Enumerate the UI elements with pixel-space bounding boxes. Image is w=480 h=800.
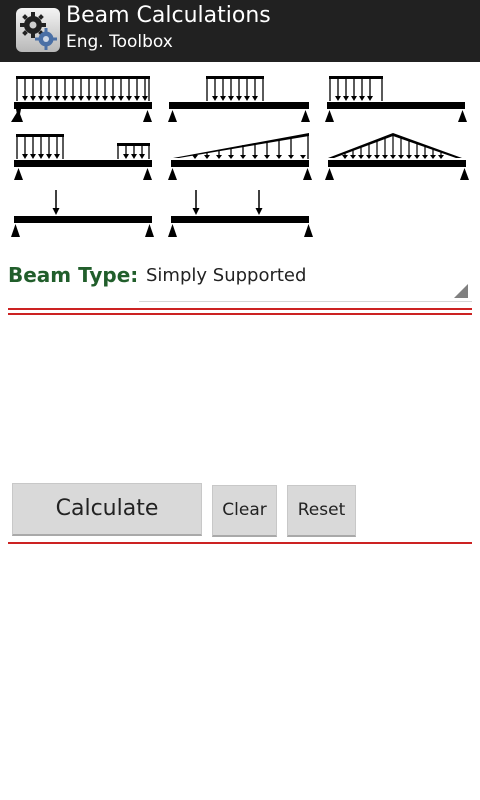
app-subtitle: Eng. Toolbox [66,32,173,52]
beam-tile-two-point-loads[interactable] [165,188,315,250]
reset-button[interactable]: Reset [287,485,356,537]
beam-tile-uniform-load-center-span[interactable] [165,70,315,132]
uniform-load-full-span-icon [11,76,152,122]
two-point-loads-icon [168,190,313,237]
beam-type-grid [0,62,480,250]
dropdown-corner-icon [454,284,468,298]
single-point-load-icon [11,190,154,237]
uniform-load-left-span-icon [325,76,467,122]
beam-tile-uniform-load-left-span[interactable] [322,70,472,132]
beam-type-selected: Simply Supported [146,265,307,286]
beam-tile-triangular-load-symmetric[interactable] [322,130,472,192]
two-uniform-loads-icon [14,134,152,180]
divider-top-2 [8,313,472,315]
beam-tile-triangular-load-increasing[interactable] [165,130,315,192]
app-title: Beam Calculations [66,3,271,28]
beam-tile-two-uniform-loads[interactable] [10,130,160,192]
beam-type-spinner[interactable]: Simply Supported [139,258,472,302]
beam-type-label: Beam Type: [8,263,139,287]
triangular-load-symmetric-icon [325,133,469,180]
clear-button[interactable]: Clear [212,485,277,537]
action-bar: Beam Calculations Eng. Toolbox [0,0,480,62]
gears-icon[interactable] [16,8,60,52]
beam-tile-uniform-load-full-span[interactable] [10,70,160,132]
beam-tile-single-point-load[interactable] [10,188,160,250]
triangular-load-increasing-icon [168,133,312,180]
uniform-load-center-span-icon [168,76,310,122]
divider-bottom [8,542,472,544]
divider-top-1 [8,308,472,310]
calculate-button[interactable]: Calculate [12,483,202,536]
